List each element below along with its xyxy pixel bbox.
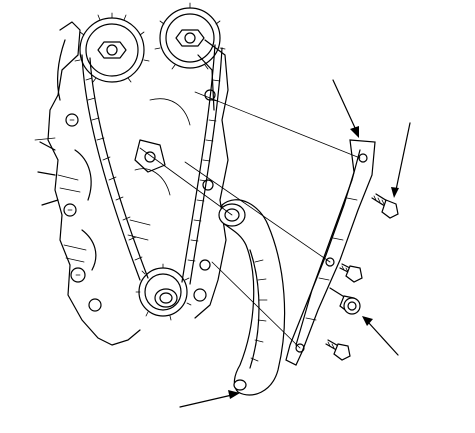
guide-bolt-lower [325,339,351,361]
tensioner-arm [218,199,286,396]
callout-3 [391,122,411,198]
callout-2 [332,79,359,138]
alignment-lines [139,91,361,349]
crank-sprocket [135,263,192,321]
callout-1 [179,390,240,408]
pivot-bolt [329,287,361,315]
callout-4 [362,316,399,356]
guide-bolt-upper [371,193,399,219]
guide-rail [285,139,376,366]
cam-sprocket-left [74,12,150,83]
timing-chain [81,44,223,285]
guide-bolt-middle [339,263,363,283]
engine-block [34,21,229,346]
